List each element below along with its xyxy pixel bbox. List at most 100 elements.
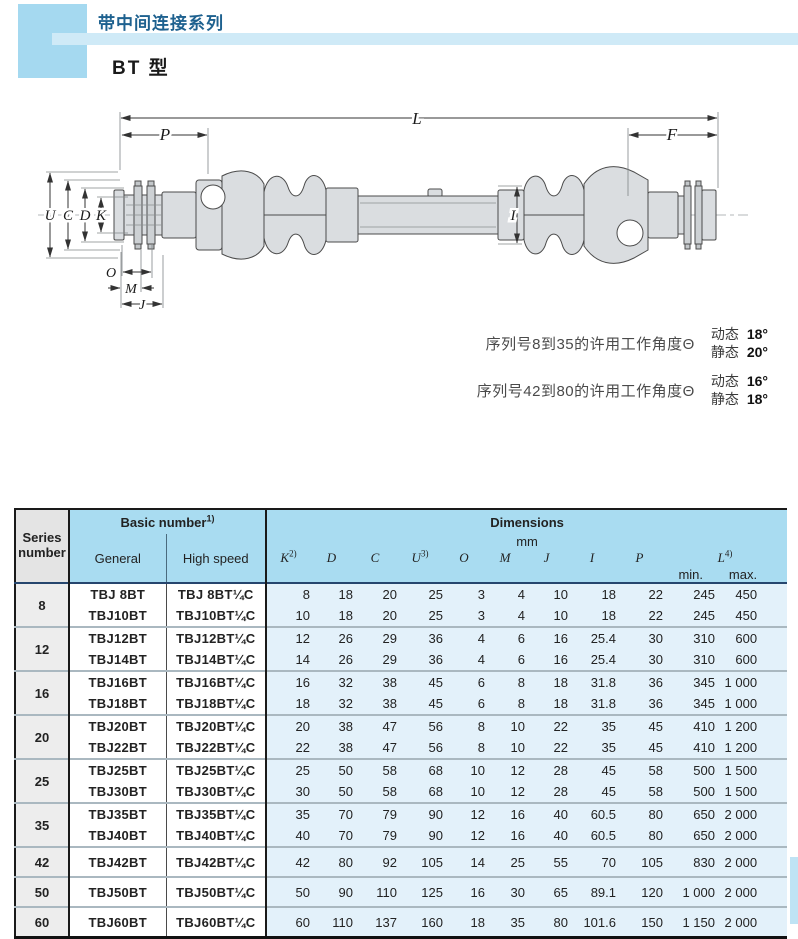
dimension-value: 50 [266, 877, 310, 907]
dimension-value: 4 [485, 605, 525, 627]
universal-joint-shaft [113, 166, 717, 264]
dimension-value: 30 [266, 781, 310, 803]
dimension-value: 25 [397, 583, 443, 605]
dim-col-header-I: I [568, 549, 616, 567]
dimension-value: 4 [443, 649, 485, 671]
dimension-value: 1 500 [715, 759, 788, 781]
header-filler [353, 567, 397, 583]
dimension-value: 80 [310, 847, 353, 877]
dimension-label-K: K [95, 208, 107, 224]
dimension-value: 18 [310, 583, 353, 605]
dynamic-value: 16° [746, 373, 768, 389]
dimension-value: 3 [443, 605, 485, 627]
dimension-value: 60.5 [568, 803, 616, 825]
dimension-lines [47, 115, 718, 307]
dim-col-header-O: O [443, 549, 485, 567]
dimension-value: 60.5 [568, 825, 616, 847]
dimension-value: 125 [397, 877, 443, 907]
dimension-value: 12 [485, 759, 525, 781]
general-part-number: TBJ60BT [69, 907, 167, 938]
dimension-value: 36 [397, 627, 443, 649]
dimension-value: 70 [310, 803, 353, 825]
dimension-value: 18 [310, 605, 353, 627]
dimension-value: 58 [616, 781, 663, 803]
dimension-value: 38 [353, 671, 397, 693]
dimension-value: 6 [485, 649, 525, 671]
static-value: 18° [746, 390, 768, 407]
dimension-value: 30 [485, 877, 525, 907]
basic-number-header: Basic number1) [69, 509, 267, 534]
series-cell: 25 [15, 759, 70, 803]
dimension-value: 20 [353, 605, 397, 627]
dimension-label-L: L [411, 109, 421, 128]
series-cell: 50 [15, 877, 70, 907]
header-filler [616, 567, 663, 583]
note-text: 序列号42到80的许用工作角度Θ [476, 383, 695, 400]
dimension-value: 40 [266, 825, 310, 847]
dimension-value: 22 [525, 715, 568, 737]
dim-col-header-M: M [485, 549, 525, 567]
dimension-value: 45 [616, 737, 663, 759]
dimension-value: 2 000 [715, 847, 788, 877]
dimension-value: 410 [663, 737, 715, 759]
dimension-value: 150 [616, 907, 663, 938]
dimension-value: 8 [485, 693, 525, 715]
dimension-value: 79 [353, 803, 397, 825]
dimension-value: 12 [443, 825, 485, 847]
general-part-number: TBJ25BT [69, 759, 167, 781]
dimension-value: 345 [663, 671, 715, 693]
dimension-value: 2 000 [715, 907, 788, 938]
dimension-value: 28 [525, 781, 568, 803]
dimension-value: 650 [663, 803, 715, 825]
general-part-number: TBJ18BT [69, 693, 167, 715]
dimension-value: 650 [663, 825, 715, 847]
dimension-value: 29 [353, 627, 397, 649]
header-filler [443, 567, 485, 583]
dimension-value: 310 [663, 649, 715, 671]
dimension-value: 25 [485, 847, 525, 877]
dimension-value: 36 [616, 693, 663, 715]
dimension-value: 101.6 [568, 907, 616, 938]
dimension-value: 8 [266, 583, 310, 605]
high-speed-part-number: TBJ18BT¼C [166, 693, 267, 715]
dimension-value: 80 [616, 825, 663, 847]
dimension-value: 10 [525, 605, 568, 627]
general-part-number: TBJ12BT [69, 627, 167, 649]
dimension-value: 70 [310, 825, 353, 847]
dimension-value: 90 [397, 825, 443, 847]
dimension-value: 26 [310, 649, 353, 671]
dimension-value: 10 [525, 583, 568, 605]
general-part-number: TBJ10BT [69, 605, 167, 627]
dimension-value: 105 [616, 847, 663, 877]
min-max-row: min.max. [15, 567, 788, 583]
dimension-value: 2 000 [715, 877, 788, 907]
general-part-number: TBJ22BT [69, 737, 167, 759]
general-part-number: TBJ40BT [69, 825, 167, 847]
dimension-value: 32 [310, 693, 353, 715]
dimension-value: 18 [525, 693, 568, 715]
dim-col-header-P: P [616, 549, 663, 567]
dimension-value: 36 [616, 671, 663, 693]
dimension-value: 45 [397, 693, 443, 715]
dimension-value: 35 [568, 715, 616, 737]
dimension-value: 20 [353, 583, 397, 605]
dimension-value: 36 [397, 649, 443, 671]
dimension-value: 10 [443, 781, 485, 803]
dimension-value: 18 [568, 605, 616, 627]
dimension-value: 18 [525, 671, 568, 693]
dimension-value: 28 [525, 759, 568, 781]
dimension-label-P: P [159, 125, 170, 144]
dimension-value: 56 [397, 715, 443, 737]
header-filler [525, 567, 568, 583]
dimension-value: 45 [616, 715, 663, 737]
dimension-value: 18 [568, 583, 616, 605]
dimension-value: 3 [443, 583, 485, 605]
series-cell: 20 [15, 715, 70, 759]
series-cell: 60 [15, 907, 70, 938]
high-speed-part-number: TBJ12BT¼C [166, 627, 267, 649]
header-accent-band [52, 33, 798, 45]
